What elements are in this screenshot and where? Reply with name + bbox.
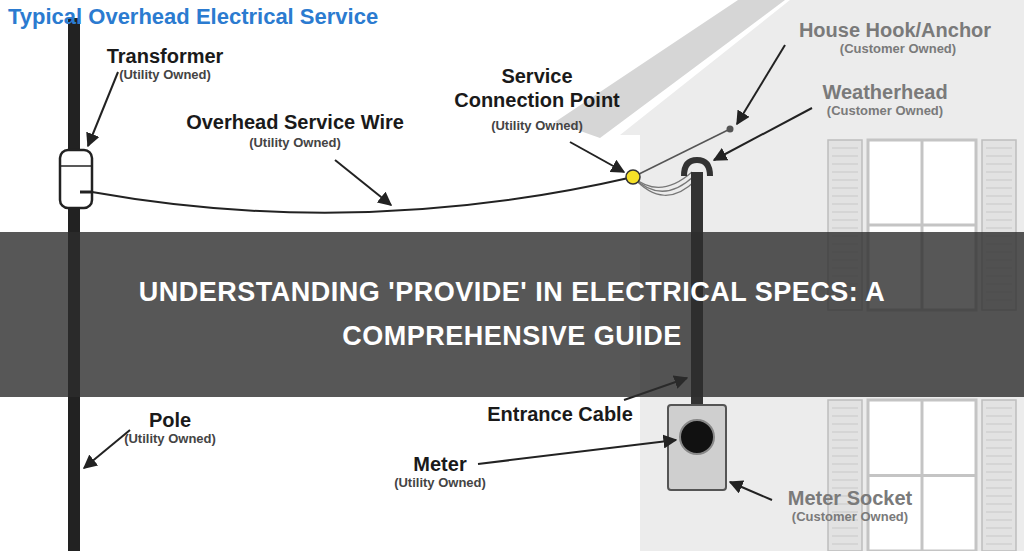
part-label: Weatherhead — [785, 80, 985, 104]
part-label: Entrance Cable — [470, 402, 650, 426]
house-hook — [727, 126, 734, 133]
shutter-louver — [986, 172, 1012, 173]
shutter-louver — [986, 180, 1012, 181]
shutter-louver — [832, 464, 858, 465]
shutter-louver — [986, 440, 1012, 441]
shutter-louver — [832, 440, 858, 441]
shutter-louver — [986, 512, 1012, 513]
meter-socket — [668, 405, 726, 490]
shutter-louver — [832, 432, 858, 433]
shutter-louver — [832, 528, 858, 529]
part-label: Overhead Service Wire — [175, 110, 415, 134]
ownership-note: (Utility Owned) — [360, 475, 520, 491]
shutter-louver — [832, 448, 858, 449]
ownership-note: (Utility Owned) — [215, 135, 375, 151]
shutter-louver — [832, 472, 858, 473]
ownership-note: (Customer Owned) — [813, 41, 983, 57]
ownership-note: (Customer Owned) — [765, 509, 935, 525]
shutter-louver — [986, 456, 1012, 457]
roof-eave — [555, 0, 785, 138]
anchor-wire — [633, 130, 728, 177]
ownership-note: (Utility Owned) — [457, 118, 617, 134]
shutter-louver — [986, 488, 1012, 489]
leader-arrow — [84, 430, 130, 468]
connection-point — [626, 170, 640, 184]
leader-arrow — [478, 440, 676, 464]
leader-arrow — [730, 482, 772, 500]
title-band: UNDERSTANDING 'PROVIDE' IN ELECTRICAL SP… — [0, 232, 1024, 397]
shutter-louver — [986, 188, 1012, 189]
shutter-louver — [986, 212, 1012, 213]
drop-wire — [633, 177, 696, 195]
transformer — [60, 150, 92, 208]
page-title: UNDERSTANDING 'PROVIDE' IN ELECTRICAL SP… — [47, 271, 977, 357]
shutter-louver — [986, 432, 1012, 433]
shutter-louver — [832, 424, 858, 425]
leader-arrow — [88, 72, 118, 146]
shutter-louver — [832, 408, 858, 409]
window-mullion — [868, 474, 976, 477]
shutter-louver — [986, 408, 1012, 409]
shutter-louver — [986, 156, 1012, 157]
shutter-louver — [986, 504, 1012, 505]
shutter-louver — [832, 536, 858, 537]
shutter-louver — [832, 188, 858, 189]
shutter-louver — [986, 424, 1012, 425]
shutter-louver — [986, 480, 1012, 481]
shutter-louver — [986, 472, 1012, 473]
part-label: Service Connection Point — [447, 64, 627, 112]
shutter-louver — [832, 480, 858, 481]
part-label: Meter — [380, 452, 500, 476]
shutter — [982, 400, 1016, 551]
shutter-louver — [986, 196, 1012, 197]
shutter-louver — [832, 228, 858, 229]
ownership-note: (Customer Owned) — [800, 103, 970, 119]
leader-arrow — [335, 160, 391, 205]
leader-arrow — [570, 142, 624, 172]
shutter-louver — [986, 536, 1012, 537]
shutter-louver — [832, 212, 858, 213]
shutter-louver — [986, 416, 1012, 417]
part-label: Meter Socket — [750, 486, 950, 510]
shutter-louver — [832, 148, 858, 149]
window — [868, 400, 976, 551]
shutter-louver — [832, 220, 858, 221]
transformer-band — [60, 165, 92, 167]
shutter-louver — [832, 196, 858, 197]
part-label: Transformer — [75, 44, 255, 68]
shutter-louver — [986, 464, 1012, 465]
shutter-louver — [986, 220, 1012, 221]
leader-arrow — [737, 45, 785, 124]
shutter-louver — [986, 544, 1012, 545]
shutter-louver — [832, 164, 858, 165]
shutter-louver — [832, 156, 858, 157]
shutter-louver — [832, 180, 858, 181]
part-label: Pole — [110, 408, 230, 432]
shutter-louver — [986, 520, 1012, 521]
shutter-louver — [986, 448, 1012, 449]
weatherhead — [684, 160, 710, 176]
shutter-louver — [832, 416, 858, 417]
shutter-louver — [832, 204, 858, 205]
leader-arrow — [714, 108, 812, 160]
shutter-louver — [986, 164, 1012, 165]
shutter-louver — [986, 528, 1012, 529]
window-mullion — [868, 224, 976, 227]
part-label: House Hook/Anchor — [770, 18, 1020, 42]
diagram-heading: Typical Overhead Electrical Service — [8, 4, 548, 30]
shutter-louver — [986, 204, 1012, 205]
ownership-note: (Utility Owned) — [85, 67, 245, 83]
shutter-louver — [832, 456, 858, 457]
shutter-louver — [986, 148, 1012, 149]
shutter-louver — [986, 496, 1012, 497]
bracket — [80, 191, 92, 194]
shutter — [828, 400, 862, 551]
shutter-louver — [832, 172, 858, 173]
ownership-note: (Utility Owned) — [90, 431, 250, 447]
shutter-louver — [986, 228, 1012, 229]
meter — [680, 420, 714, 454]
shutter-louver — [832, 544, 858, 545]
